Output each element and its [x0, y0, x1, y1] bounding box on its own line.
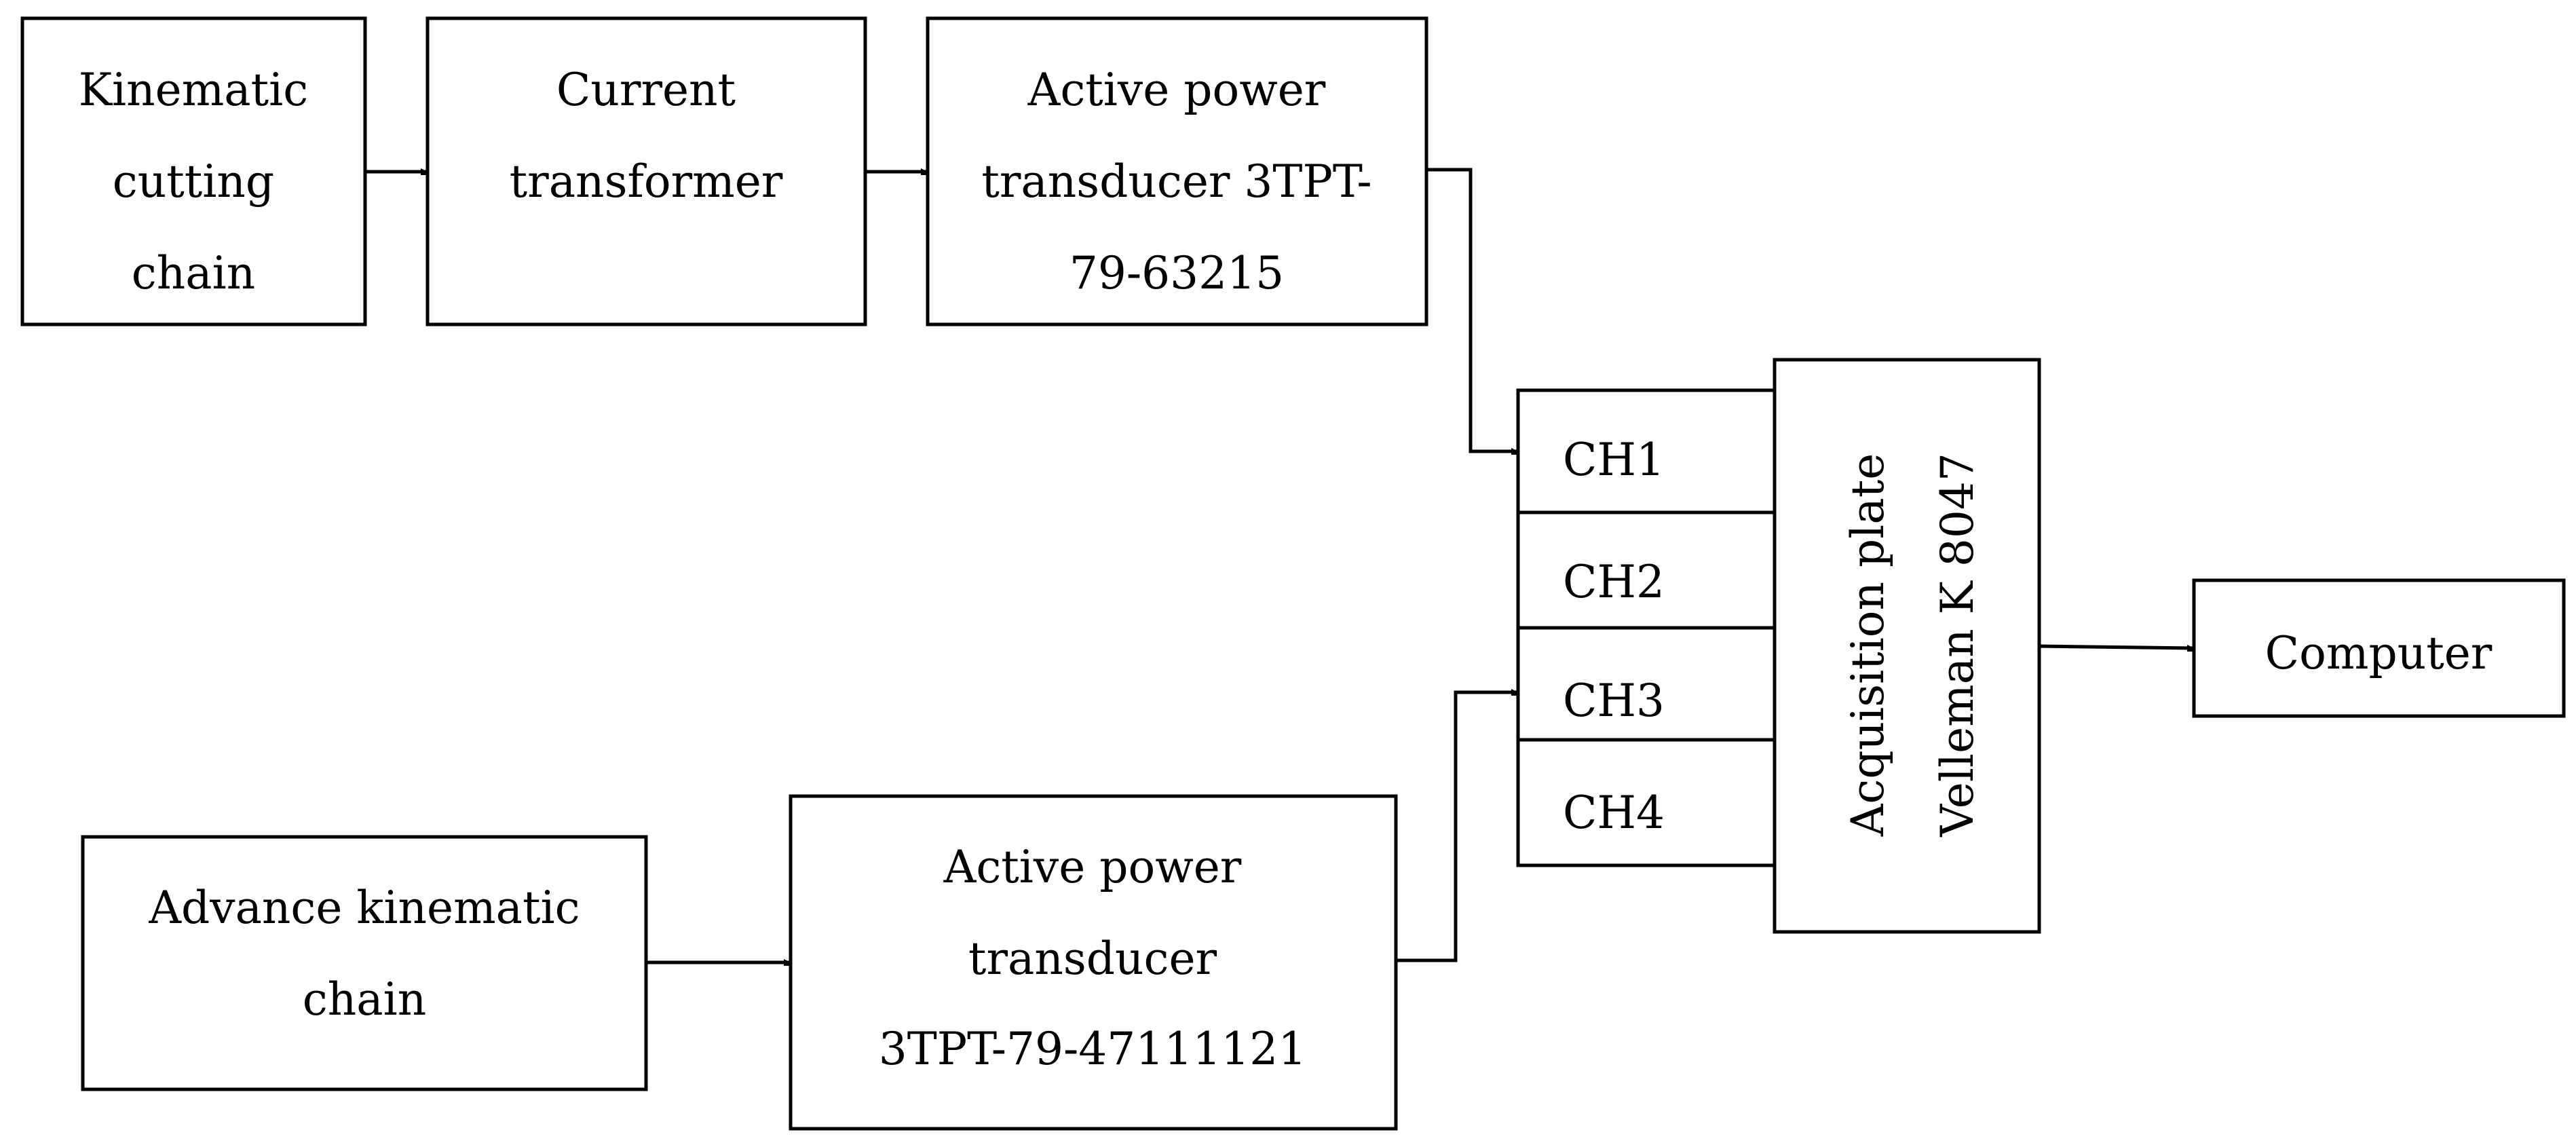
advance-kinematic-chain-block: Advance kinematic chain: [81, 835, 648, 1091]
advance-kinematic-chain-line-1: Advance kinematic: [148, 882, 580, 934]
arrow-transducer-2-to-ch3: [1396, 692, 1518, 962]
active-power-transducer-2-line-3: 3TPT-79-47111121: [879, 1023, 1306, 1075]
computer-label: Computer: [2265, 627, 2493, 679]
advance-kinematic-chain-box: [81, 835, 648, 1091]
kinematic-cutting-chain-line-3: chain: [132, 247, 255, 299]
advance-kinematic-chain-line-2: chain: [303, 973, 426, 1026]
active-power-transducer-1-block: Active power transducer 3TPT- 79-63215: [926, 16, 1428, 326]
acquisition-plate-line-1: Acquisition plate: [1842, 453, 1894, 838]
active-power-transducer-2-block: Active power transducer 3TPT-79-47111121: [789, 794, 1398, 1131]
arrow-transducer-1-to-ch1: [1426, 168, 1518, 451]
kinematic-cutting-chain-box: [20, 16, 367, 326]
arrow-plate-to-computer: [2039, 644, 2194, 648]
active-power-transducer-2-line-1: Active power: [943, 841, 1242, 893]
active-power-transducer-1-box: [926, 16, 1428, 326]
channel-ch3-label: CH3: [1563, 675, 1665, 727]
channel-ch4-label: CH4: [1563, 787, 1665, 839]
current-transformer-box: [425, 16, 867, 326]
active-power-transducer-1-line-1: Active power: [1027, 64, 1326, 116]
channel-stack: CH1 CH2 CH3 CH4: [1516, 388, 1777, 867]
computer-block: Computer: [2192, 578, 2566, 718]
current-transformer-line-1: Current: [556, 64, 736, 116]
active-power-transducer-2-line-2: transducer: [968, 933, 1217, 985]
kinematic-cutting-chain-line-1: Kinematic: [79, 64, 309, 116]
channel-ch4-box: [1516, 738, 1777, 867]
acquisition-plate-line-2: Velleman K 8047: [1931, 453, 1984, 838]
acquisition-plate-block: Acquisition plate Velleman K 8047: [1773, 358, 2041, 934]
channel-ch3-box: [1516, 626, 1777, 742]
acquisition-plate-box: [1773, 358, 2041, 934]
active-power-transducer-1-line-2: transducer 3TPT-: [981, 155, 1371, 208]
current-transformer-line-2: transformer: [510, 155, 783, 208]
kinematic-cutting-chain-block: Kinematic cutting chain: [20, 16, 367, 326]
channel-ch1-label: CH1: [1563, 434, 1665, 486]
kinematic-cutting-chain-line-2: cutting: [113, 155, 274, 208]
active-power-transducer-1-line-3: 79-63215: [1069, 247, 1284, 299]
channel-ch2-label: CH2: [1563, 556, 1665, 608]
current-transformer-block: Current transformer: [425, 16, 867, 326]
